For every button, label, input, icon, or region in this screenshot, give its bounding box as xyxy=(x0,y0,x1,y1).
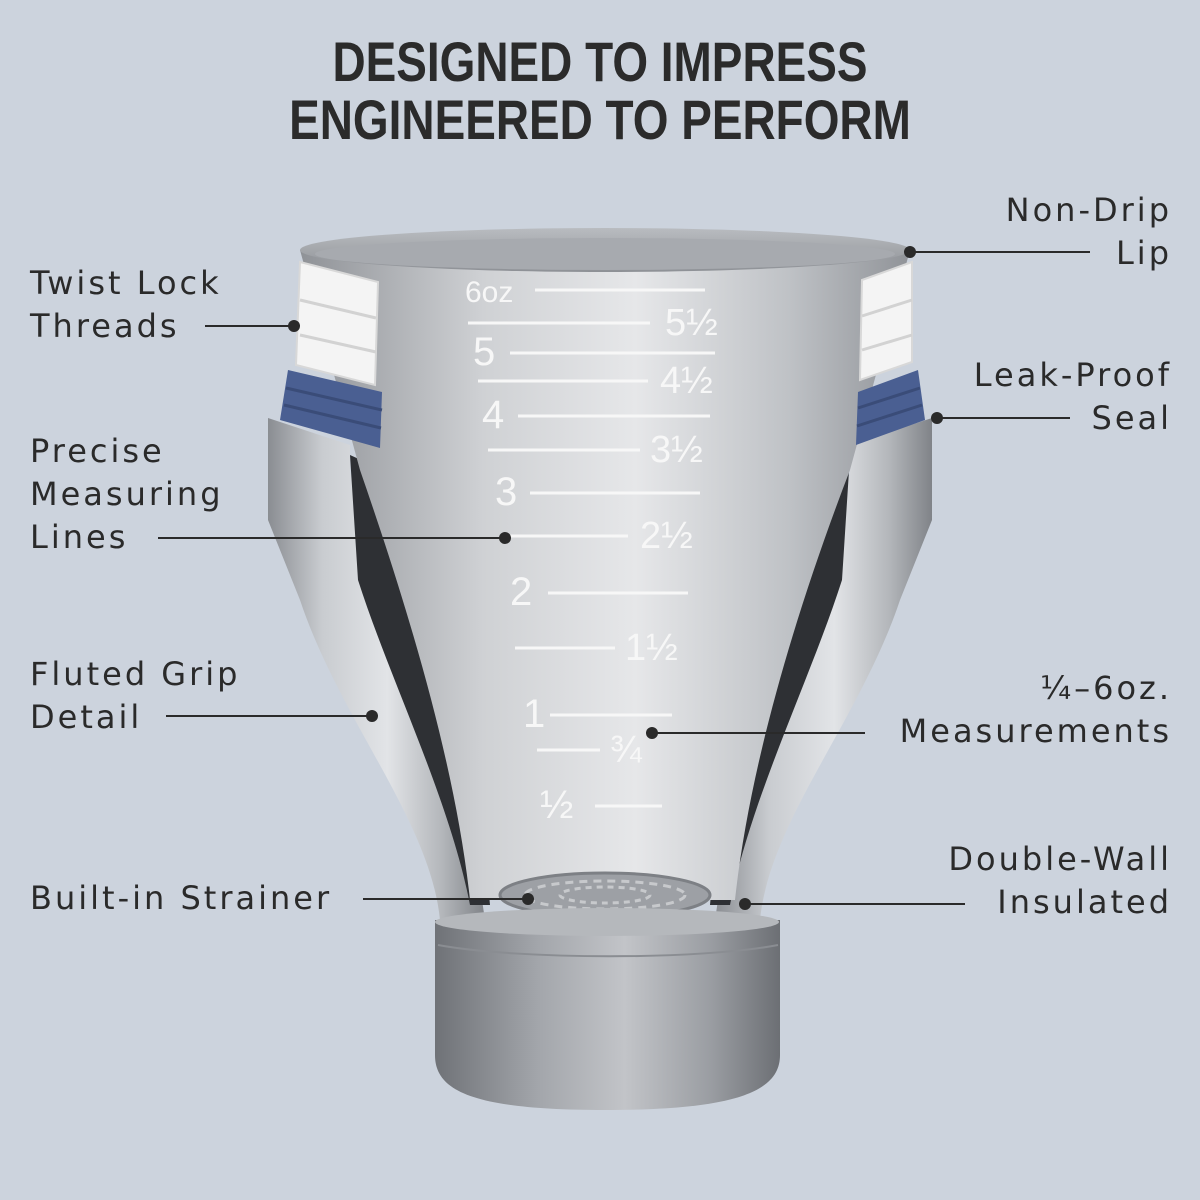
measure-label-left: 5 xyxy=(473,330,495,374)
seal-right xyxy=(856,370,925,445)
headline-line-2: ENGINEERED TO PERFORM xyxy=(289,88,911,151)
callout-precise-measuring-lines: Precise Measuring Lines xyxy=(30,432,224,556)
leader-lines xyxy=(158,251,1090,905)
jigger-base xyxy=(435,920,780,1110)
measure-label-right: 5½ xyxy=(665,302,718,344)
callout-double-wall-insulated: Double-Wall Insulated xyxy=(948,840,1172,921)
measure-label-right: ¾ xyxy=(610,729,643,771)
measure-label-right: 3½ xyxy=(650,429,703,471)
measure-label-left: ½ xyxy=(540,783,573,827)
measure-label-right: 2½ xyxy=(640,515,693,557)
callout-measurements: ¼–6oz. Measurements xyxy=(899,669,1172,750)
measure-label-left: 1 xyxy=(523,692,545,736)
callout-built-in-strainer: Built-in Strainer xyxy=(30,879,333,917)
measure-label-right: 1½ xyxy=(625,627,678,669)
outer-shell-left xyxy=(268,418,485,920)
callout-fluted-grip-detail: Fluted Grip Detail xyxy=(30,655,241,736)
seal-left xyxy=(280,370,382,448)
callout-twist-lock-threads: Twist Lock Threads xyxy=(30,264,222,345)
measure-label-left: 6oz xyxy=(465,276,513,309)
measure-label-left: 4 xyxy=(482,393,504,437)
measure-label-left: 3 xyxy=(495,470,517,514)
callout-non-drip-lip: Non-Drip Lip xyxy=(1005,191,1172,272)
threads-left xyxy=(294,260,380,387)
headline-line-1: DESIGNED TO IMPRESS xyxy=(332,30,868,93)
measure-label-left: 2 xyxy=(510,570,532,614)
callout-leak-proof-seal: Leak-Proof Seal xyxy=(973,356,1172,437)
leader-dots xyxy=(288,246,943,910)
outer-shell-right xyxy=(715,418,932,920)
measure-label-right: 4½ xyxy=(660,360,713,402)
threads-right xyxy=(858,260,913,382)
